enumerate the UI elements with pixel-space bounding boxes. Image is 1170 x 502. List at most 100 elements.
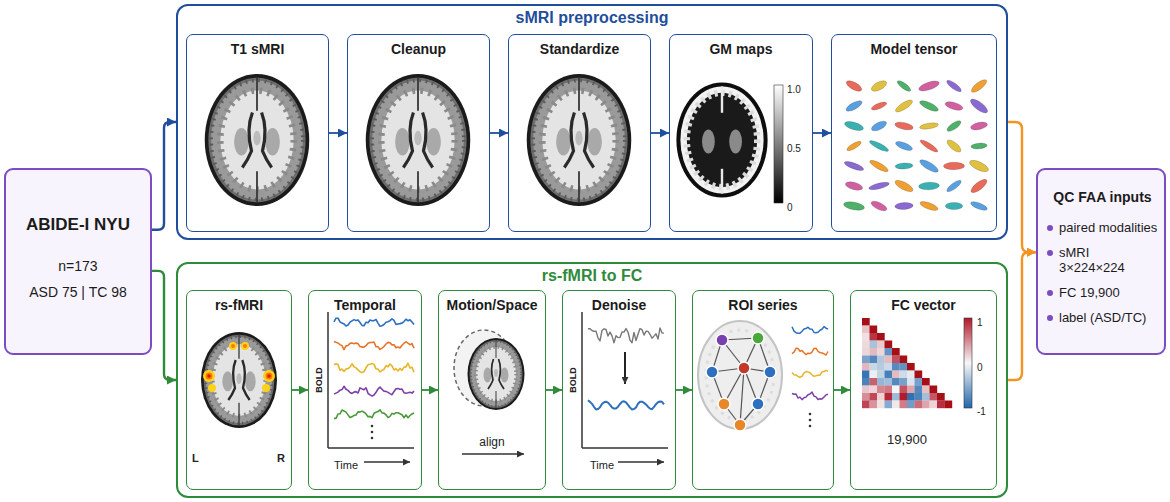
label-anchor: L (192, 448, 199, 466)
fmri-brain-part (262, 384, 270, 392)
generated-art-part (862, 348, 870, 356)
annotation-label: BOLD (314, 367, 324, 393)
generated-art-part (862, 326, 870, 334)
fc-colorbar-part (964, 318, 972, 408)
generated-art-part (792, 370, 828, 377)
label-anchor: BOLD (308, 367, 326, 393)
flow-arrow (152, 122, 176, 230)
node-title: QC FAA inputs (1053, 189, 1151, 205)
generated-art-part (918, 182, 939, 191)
generated-art-part (970, 121, 988, 132)
denoise-axes (582, 312, 668, 462)
generated-art-part (862, 356, 870, 364)
annotation-label: 0 (787, 202, 793, 213)
generated-art-part (588, 400, 664, 409)
generated-art-part (877, 341, 885, 349)
generated-art-part (945, 202, 962, 209)
fmri-brain-part (267, 374, 271, 378)
fmri-brain-part (207, 374, 211, 378)
text-line: QC FAA inputs (1047, 188, 1158, 206)
generated-art-part (718, 398, 730, 410)
pipeline-band: sMRI preprocessing T1 sMRI Cleanup Standard… (176, 4, 1008, 240)
generated-art-part (809, 413, 812, 416)
generated-art-part (870, 363, 878, 371)
generated-art-part (877, 393, 885, 401)
generated-art-part (918, 79, 941, 93)
generated-art-part (892, 363, 900, 371)
bullet-row: FC 19,900 (1047, 285, 1158, 300)
label-anchor: Time (334, 455, 358, 473)
connectors (152, 122, 1036, 390)
generated-art-part (845, 99, 864, 113)
generated-art-part (738, 362, 750, 374)
text-line: ROI series (693, 291, 833, 314)
generated-art-part (885, 378, 893, 386)
generated-art-part (870, 326, 878, 334)
annotation-label: align (479, 435, 504, 449)
generated-art-part (334, 386, 414, 396)
source-box: ABIDE-I NYUn=173ASD 75 | TC 98 (4, 168, 152, 355)
generated-art-part (937, 401, 945, 409)
generated-art-part (734, 419, 746, 431)
step-box: Model tensor (831, 34, 997, 232)
generated-art-part (900, 363, 908, 371)
text-line: n=173 (58, 257, 97, 275)
fmri-brain-part (231, 344, 235, 348)
generated-art-part (900, 378, 908, 386)
denoise-axes-part (582, 447, 668, 449)
generated-art-part (969, 177, 989, 195)
generated-art-part (915, 401, 923, 409)
generated-art-part (862, 401, 870, 409)
generated-art-part (870, 341, 878, 349)
generated-art-part (809, 419, 812, 422)
node-title: Standardize (540, 41, 619, 57)
generated-art-part (915, 386, 923, 394)
generated-art-part (868, 181, 890, 192)
generated-art-part (885, 371, 893, 379)
flow-arrow (422, 389, 438, 391)
generated-art-part (892, 386, 900, 394)
t1-brain-slices (205, 74, 632, 206)
generated-art-part (892, 348, 900, 356)
flow-arrow (292, 389, 308, 391)
annotation-label: 0.5 (787, 143, 801, 154)
generated-art-part (900, 393, 908, 401)
node-title: sMRI preprocessing (516, 9, 669, 26)
generated-art-part (922, 393, 930, 401)
generated-art-part (877, 363, 885, 371)
text-line: Motion/Space (439, 291, 545, 314)
generated-art-part (968, 158, 990, 174)
generated-art-part (334, 410, 414, 419)
generated-art-part (870, 401, 878, 409)
step-box: Cleanup (347, 34, 490, 232)
gm-map-part (774, 85, 783, 203)
node-title: T1 sMRI (231, 41, 285, 57)
generated-art-part (870, 393, 878, 401)
generated-art-part (885, 348, 893, 356)
generated-art-part (893, 178, 914, 194)
generated-art-part (862, 318, 870, 326)
step-box: Temporal (308, 290, 422, 490)
generated-art-part (895, 162, 913, 169)
bullet-dot (1047, 225, 1053, 231)
fmri-brain-part (208, 384, 216, 392)
generated-art-part (877, 371, 885, 379)
generated-art-part (792, 392, 828, 400)
generated-art-part (945, 78, 963, 93)
label-anchor: 0 (787, 197, 793, 215)
annotation-label: 0 (977, 362, 983, 373)
motion-alignment-part (462, 453, 524, 455)
fmri-brain (201, 332, 277, 428)
generated-art-part (870, 333, 878, 341)
label-anchor: 19,900 (887, 430, 927, 448)
fmri-brain-part (206, 373, 213, 380)
text-line: FC vector (851, 291, 996, 314)
generated-art-part (706, 366, 718, 378)
generated-art-part (371, 437, 374, 440)
text-line: rs-fMRI to FC (178, 264, 1006, 285)
flow-arrow (546, 389, 562, 391)
fmri-brain-part (263, 370, 275, 382)
denoise-axes-part (624, 352, 626, 384)
generated-art-part (900, 401, 908, 409)
generated-art-part (862, 341, 870, 349)
